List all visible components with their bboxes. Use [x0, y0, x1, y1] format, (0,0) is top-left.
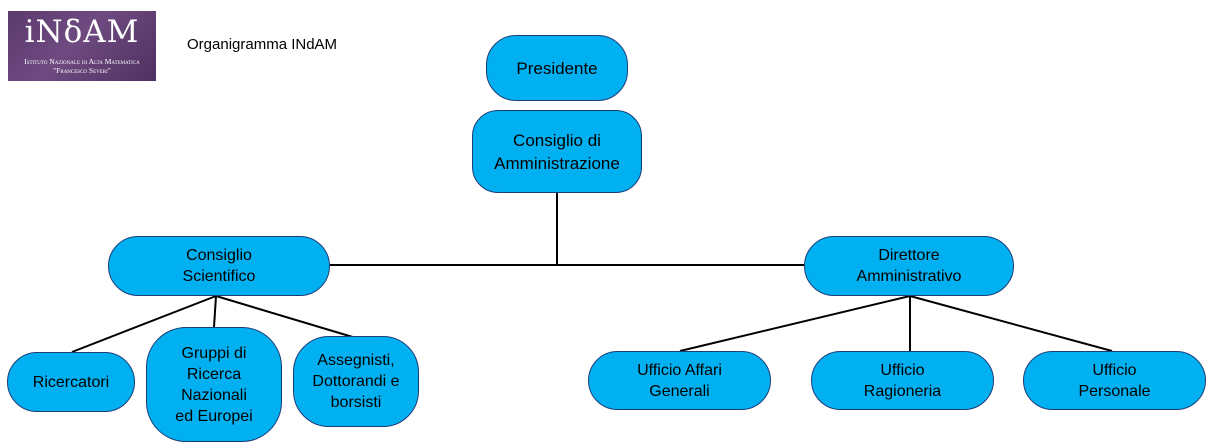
- logo-subtitle-line2: "Francesco Severi": [53, 66, 111, 75]
- indam-logo: iNδAM Istituto Nazionale di Alta Matemat…: [8, 11, 156, 81]
- node-ufficio-personale: Ufficio Personale: [1023, 351, 1206, 410]
- logo-subtitle-line1: Istituto Nazionale di Alta Matematica: [24, 57, 140, 66]
- connector-da-personale: [909, 295, 1113, 352]
- page-title: Organigramma INdAM: [187, 36, 338, 53]
- node-consiglio-scientifico: Consiglio Scientifico: [108, 236, 330, 296]
- connector-cs-gruppi: [213, 295, 217, 328]
- node-ufficio-ragioneria: Ufficio Ragioneria: [811, 351, 994, 410]
- node-direttore-amministrativo: Direttore Amministrativo: [804, 236, 1014, 296]
- node-ricercatori: Ricercatori: [7, 352, 135, 412]
- node-gruppi-ricerca: Gruppi di Ricerca Nazionali ed Europei: [146, 327, 282, 442]
- node-assegnisti: Assegnisti, Dottorandi e borsisti: [293, 336, 419, 427]
- node-consiglio-amministrazione: Consiglio di Amministrazione: [472, 110, 642, 193]
- connector-cs-assegnisti: [215, 295, 357, 339]
- node-presidente: Presidente: [486, 35, 628, 101]
- connector-da-affari: [679, 295, 911, 352]
- node-ufficio-affari-generali: Ufficio Affari Generali: [588, 351, 771, 410]
- connector-cs-ricercatori: [71, 295, 217, 353]
- logo-name: iNδAM: [24, 14, 140, 50]
